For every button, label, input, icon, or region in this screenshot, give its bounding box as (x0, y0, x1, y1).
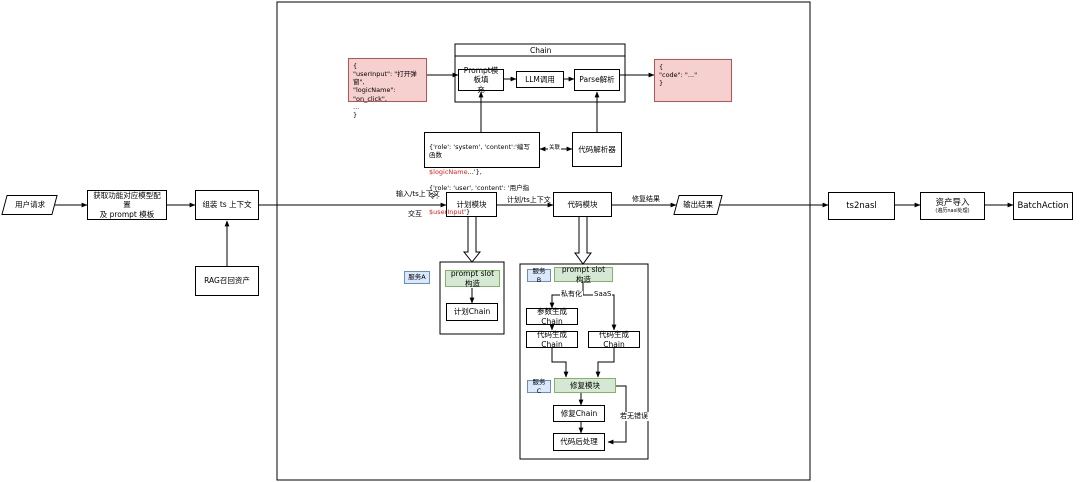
code-module-node: 代码模块 (553, 192, 612, 217)
repair-module-node: 修复模块 (554, 378, 616, 393)
prompt-slot-a-node: prompt slot 构造 (445, 269, 500, 288)
label-no-error: 若无错误 (619, 412, 649, 421)
code-chain-1-node: 代码生成Chain (526, 330, 578, 349)
input-json-node: { "userInput": "打开弹窗", "logicName": "on_… (348, 58, 427, 119)
rag-node: RAG召回资产 (195, 266, 259, 296)
asset-import-node: 资产导入 (遍历nasl处理) (920, 192, 985, 220)
user-request-node: 用户请求 (1, 195, 58, 215)
param-chain-node: 参数生成Chain (526, 307, 578, 326)
service-c-badge: 服务C (527, 378, 551, 395)
label-saas: SaaS (593, 290, 613, 298)
code-chain-2-node: 代码生成Chain (588, 330, 640, 349)
service-b-frame (519, 263, 649, 460)
hollow-arrow-code (574, 217, 592, 265)
service-a-badge: 服务A (404, 271, 430, 284)
assemble-ts-node: 组装 ts 上下文 (195, 190, 259, 220)
service-b-badge: 服务B (527, 267, 551, 284)
chain-title: Chain (530, 46, 552, 55)
output-json-node: { "code": "..." } (654, 59, 732, 102)
llm-call-node: LLM调用 (516, 71, 564, 88)
label-plan-ts: 计划/ts上下文 (507, 196, 551, 204)
role-messages-node: {'role': 'system', 'content':'编写函数 $logi… (424, 132, 540, 216)
prompt-slot-b-node: prompt slot 构造 (554, 265, 613, 284)
hollow-arrow-plan (462, 217, 482, 263)
label-associate: 关联 (548, 145, 562, 152)
prompt-fill-node: Prompt模板填 充 (458, 66, 504, 94)
label-input-ts: 输入/ts上下文 (396, 190, 440, 198)
label-private: 私有化 (560, 290, 583, 298)
main-frame (276, 1, 811, 481)
label-interact: 交互 (408, 210, 422, 218)
get-config-node: 获取功能对应模型配置 及 prompt 模板 (87, 190, 167, 220)
plan-module-node: 计划模块 (446, 192, 497, 217)
plan-chain-node: 计划Chain (446, 303, 498, 321)
output-node: 输出结果 (673, 195, 723, 215)
batch-action-node: BatchAction (1013, 192, 1073, 220)
repair-chain-node: 修复Chain (553, 405, 605, 422)
ts2nasl-node: ts2nasl (828, 192, 895, 220)
parse-node: Parse解析 (574, 69, 620, 91)
post-process-node: 代码后处理 (553, 433, 605, 451)
code-parser-node: 代码解析器 (572, 132, 622, 167)
label-repair-result: 修复结果 (632, 195, 660, 203)
